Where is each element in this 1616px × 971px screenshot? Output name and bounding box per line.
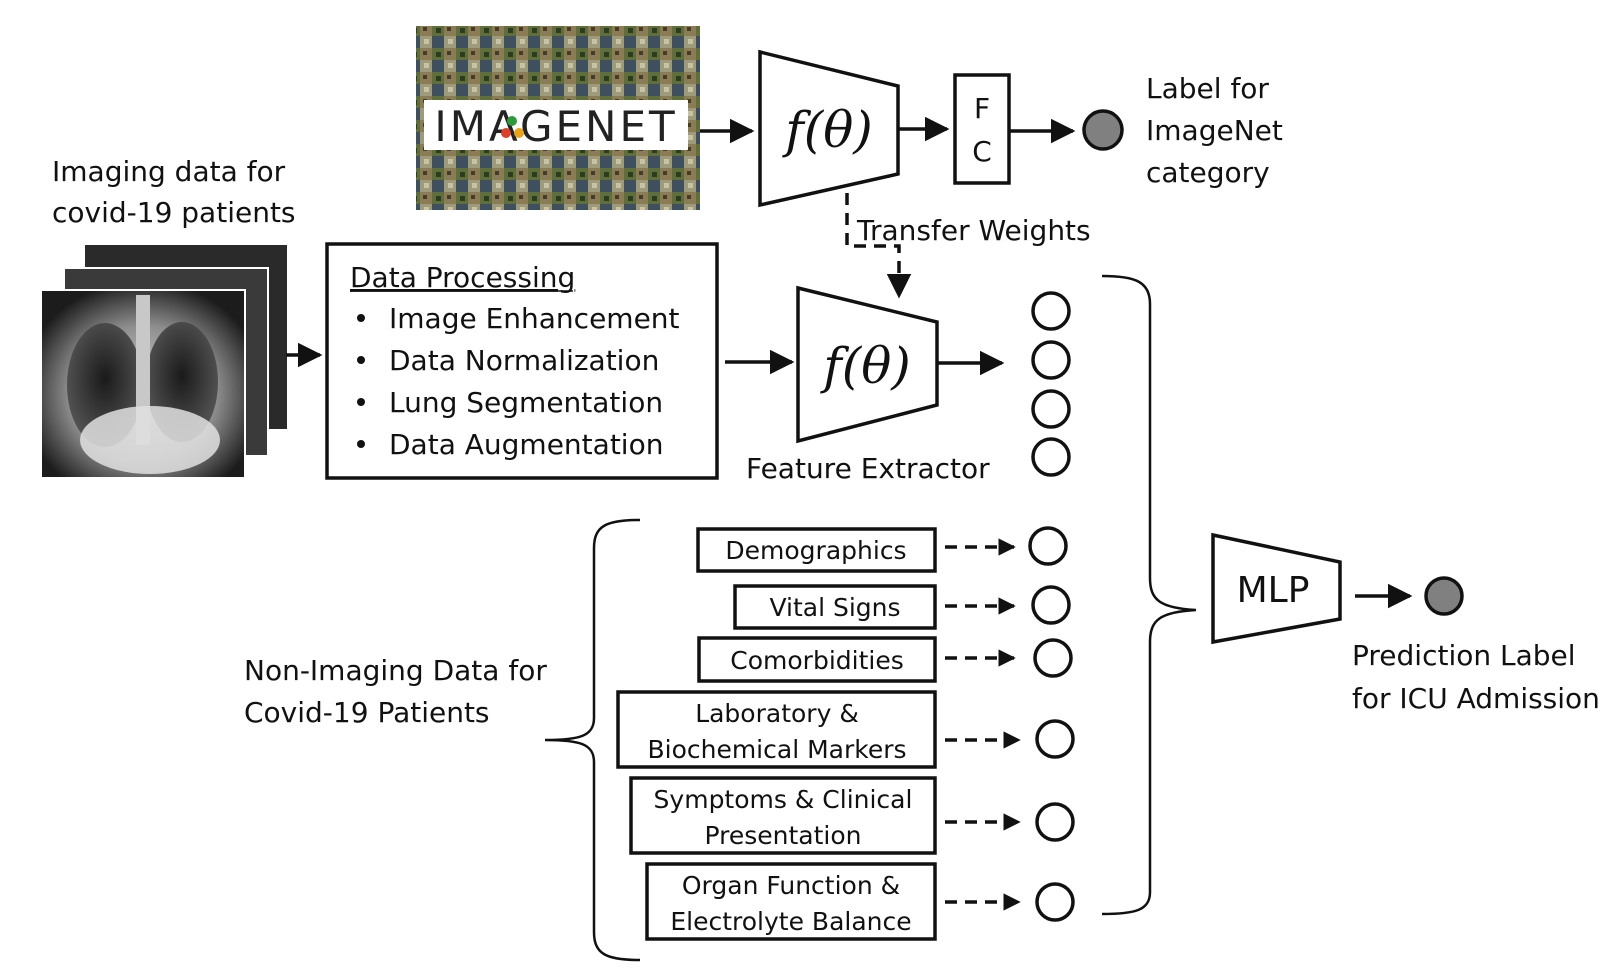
non-imaging-brace — [544, 518, 641, 962]
image-feature-node-3 — [1031, 389, 1071, 429]
imaging-title-line1: Imaging data for — [52, 155, 286, 188]
fc-label-bottom: C — [972, 135, 992, 168]
fc-layer — [953, 73, 1011, 185]
lab-markers-label-line1: Laboratory & — [695, 699, 859, 728]
logo-dot-red — [501, 128, 511, 138]
comorbidities-node — [1033, 638, 1073, 678]
pretrained-extractor — [758, 49, 900, 208]
symptoms-label-line2: Presentation — [704, 821, 861, 850]
feature-extractor — [796, 285, 939, 444]
feature-extractor-caption: Feature Extractor — [746, 452, 990, 485]
fc-label-top: F — [974, 92, 990, 125]
lab-markers-label-line2: Biochemical Markers — [647, 735, 906, 764]
processing-item-1: Image Enhancement — [389, 302, 680, 335]
bullet-4 — [357, 440, 365, 448]
diaphragm — [80, 406, 220, 474]
comorbidities-label: Comorbidities — [730, 646, 903, 675]
image-feature-node-2 — [1031, 340, 1071, 380]
imagenet-output-node — [1082, 109, 1124, 151]
prediction-label-line2: for ICU Admission — [1352, 682, 1600, 715]
image-feature-node-1 — [1031, 291, 1071, 331]
imagenet-label-line3: category — [1146, 156, 1270, 189]
data-processing-box — [325, 242, 719, 480]
processing-item-4: Data Augmentation — [389, 428, 663, 461]
processing-item-2: Data Normalization — [389, 344, 659, 377]
feature-extractor-label: f(θ) — [819, 337, 911, 395]
logo-dot-orange — [514, 128, 524, 138]
logo-dot-green — [507, 116, 517, 126]
organ-function-node — [1035, 882, 1075, 922]
lab-markers-box — [616, 690, 937, 769]
organ-function-label-line1: Organ Function & — [682, 871, 900, 900]
non-imaging-title-line1: Non-Imaging Data for — [244, 654, 547, 687]
imagenet-image: IMAGENET — [416, 26, 700, 210]
image-feature-node-4 — [1031, 437, 1071, 477]
icu-output-node — [1424, 576, 1464, 616]
mlp-label: MLP — [1237, 570, 1310, 611]
bullet-1 — [357, 314, 365, 322]
bullet-2 — [357, 356, 365, 364]
imaging-title-line2: covid-19 patients — [52, 196, 296, 229]
symptoms-node — [1035, 802, 1075, 842]
imagenet-label-line1: Label for — [1146, 72, 1269, 105]
pretrained-extractor-label: f(θ) — [781, 101, 873, 159]
prediction-label-line1: Prediction Label — [1352, 639, 1576, 672]
transfer-weights-arrow — [845, 193, 912, 299]
processing-item-3: Lung Segmentation — [389, 386, 663, 419]
bullet-3 — [357, 398, 365, 406]
transfer-weights-label: Transfer Weights — [856, 214, 1091, 247]
organ-function-box — [645, 862, 937, 941]
xray-front — [40, 289, 246, 479]
data-processing-title: Data Processing — [350, 261, 575, 294]
demographics-label: Demographics — [725, 536, 906, 565]
imagenet-label-line2: ImageNet — [1146, 114, 1283, 147]
vital-signs-box — [733, 584, 937, 630]
lab-markers-node — [1035, 719, 1075, 759]
imagenet-logo-band — [424, 100, 688, 150]
symptoms-label-line1: Symptoms & Clinical — [654, 785, 913, 814]
organ-function-label-line2: Electrolyte Balance — [670, 907, 911, 936]
demographics-box — [696, 527, 937, 573]
chest-xray-stack — [40, 243, 289, 479]
feature-concat-brace — [1101, 274, 1197, 916]
vital-signs-node — [1031, 585, 1071, 625]
imagenet-logo-text: IMAGENET — [434, 102, 677, 151]
vital-signs-label: Vital Signs — [769, 593, 900, 622]
comorbidities-box — [697, 636, 937, 683]
non-imaging-title-line2: Covid-19 Patients — [244, 696, 490, 729]
mlp-block — [1211, 532, 1342, 645]
symptoms-box — [629, 776, 937, 855]
demographics-node — [1028, 526, 1068, 566]
